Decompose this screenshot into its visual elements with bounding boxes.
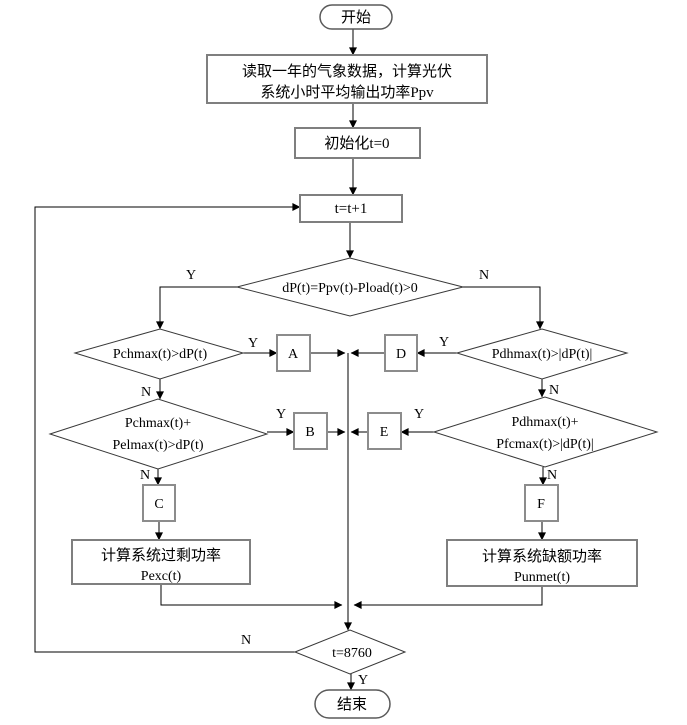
box-f-label: F [537, 497, 545, 512]
box-b-label: B [305, 425, 314, 440]
main-no-label: N [479, 268, 489, 283]
discharge-fc-decision-node [432, 396, 659, 468]
main-yes-label: Y [186, 268, 196, 283]
increment-label: t=t+1 [335, 201, 368, 217]
box-e-node [367, 412, 402, 450]
box-a-label: A [288, 347, 299, 362]
charge-el-label-line1: Pchmax(t)+ [125, 416, 191, 431]
charge-decision-node [73, 328, 245, 380]
excess-power-node [71, 539, 251, 585]
loop-no-label: N [241, 633, 251, 648]
box-d-node [384, 334, 418, 372]
edge-loop-no-feedback [34, 203, 301, 653]
discharge-fc-label-line2: Pfcmax(t)>|dP(t)| [496, 437, 593, 452]
loop-check-label: t=8760 [332, 646, 372, 661]
box-b-node [293, 412, 328, 450]
box-c-label: C [154, 497, 163, 512]
box-c-node [142, 484, 176, 522]
unmet-label-line1: 计算系统缺额功率 [482, 547, 602, 565]
main-decision-label: dP(t)=Ppv(t)-Pload(t)>0 [282, 281, 418, 296]
start-label: 开始 [341, 9, 371, 26]
edge-main-no [463, 286, 544, 330]
loop-yes-label: Y [358, 673, 368, 688]
charge-decision-label: Pchmax(t)>dP(t) [113, 347, 208, 362]
read-data-label-line2: 系统小时平均输出功率Ppv [260, 84, 434, 101]
discharge-fc-label-line1: Pdhmax(t)+ [512, 415, 579, 430]
end-node [314, 689, 391, 719]
excess-label-line1: 计算系统过剩功率 [101, 546, 221, 564]
edge-main-yes [156, 286, 237, 330]
loop-check-node [293, 629, 407, 675]
discharge-no-label: N [549, 383, 559, 398]
box-d-label: D [396, 347, 406, 362]
increment-node [299, 194, 403, 223]
box-e-label: E [380, 425, 389, 440]
charge-el-yes-label: Y [276, 407, 286, 422]
charge-el-decision-node [48, 398, 269, 470]
charge-el-label-line2: Pelmax(t)>dP(t) [112, 438, 203, 453]
charge-el-no-label: N [140, 468, 150, 483]
discharge-yes-label: Y [439, 335, 449, 350]
init-label: 初始化t=0 [324, 135, 389, 152]
unmet-power-node [446, 539, 638, 587]
box-f-node [524, 484, 559, 522]
discharge-fc-yes-label: Y [414, 407, 424, 422]
read-data-label-line1: 读取一年的气象数据，计算光伏 [242, 62, 452, 80]
start-node [319, 4, 393, 30]
main-decision-node [236, 257, 464, 317]
read-data-node [206, 54, 488, 104]
discharge-decision-node [455, 328, 629, 380]
box-a-node [276, 334, 311, 372]
unmet-label-line2: Punmet(t) [514, 570, 570, 585]
charge-no-label: N [141, 385, 151, 400]
edge-unmet-to-spine [353, 586, 543, 609]
charge-yes-label: Y [248, 336, 258, 351]
excess-label-line2: Pexc(t) [141, 569, 182, 584]
discharge-decision-label: Pdhmax(t)>|dP(t)| [492, 347, 593, 362]
discharge-fc-no-label: N [547, 468, 557, 483]
edge-excess-to-spine [160, 584, 343, 609]
init-node [294, 127, 421, 159]
end-label: 结束 [337, 696, 367, 713]
